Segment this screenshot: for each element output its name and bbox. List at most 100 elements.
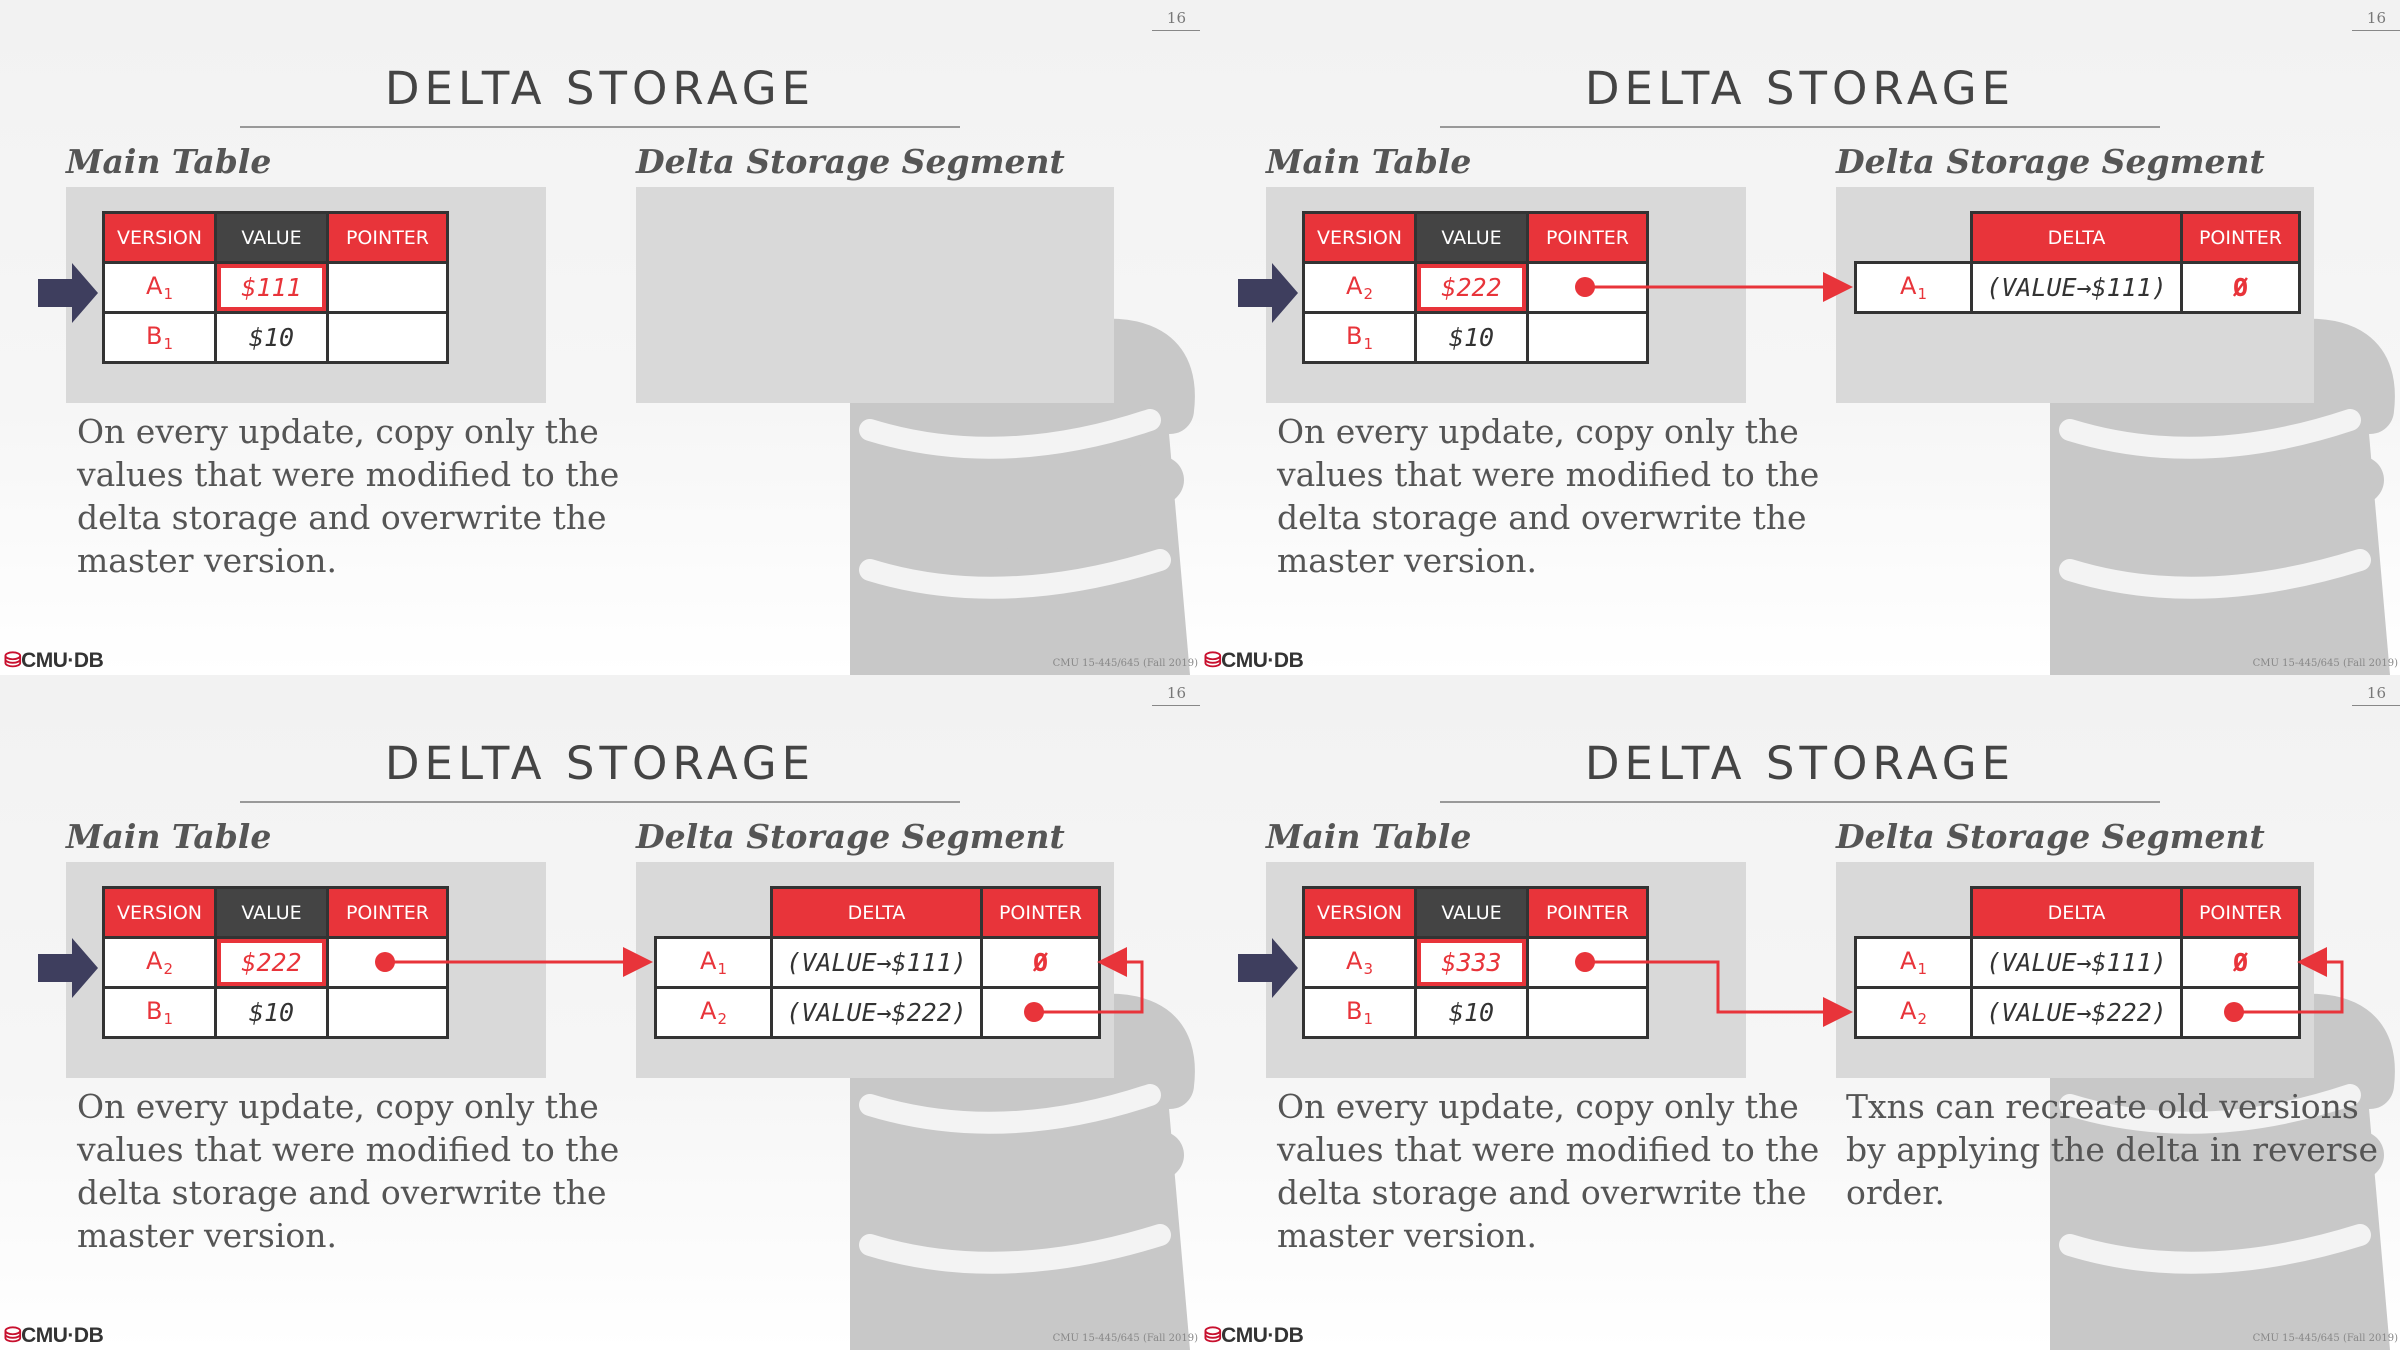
version-cell: A1 [102, 261, 217, 314]
pointer-header: POINTER [1526, 886, 1649, 939]
footer-text: CMU 15-445/645 (Fall 2019) [1052, 1333, 1198, 1344]
title-underline [240, 801, 960, 803]
version-cell: A1 [1854, 261, 1973, 314]
delta-cell: (VALUE→$111) [1970, 936, 2183, 989]
footer-text: CMU 15-445/645 (Fall 2019) [2252, 1333, 2398, 1344]
footer-text: CMU 15-445/645 (Fall 2019) [1052, 658, 1198, 669]
delta-table-header: DELTA POINTER [1856, 886, 2301, 939]
pointer-arrow [1585, 960, 1853, 1027]
right-arrow-icon [38, 263, 98, 323]
right-arrow-icon [1238, 938, 1298, 998]
version-header: VERSION [1302, 211, 1417, 264]
delta-storage-heading: Delta Storage Segment [636, 817, 1065, 856]
body-text: On every update, copy only the values th… [1277, 412, 1820, 580]
slide-1: 16 DELTA STORAGE Main Table Delta Storag… [0, 0, 1200, 675]
pointer-header: POINTER [2180, 886, 2301, 939]
table-row: A1 (VALUE→$111) Ø [1854, 936, 2301, 989]
value-cell: $222 [1414, 261, 1529, 314]
body-text: On every update, copy only the values th… [1277, 1087, 1820, 1255]
slide-3: 16 DELTA STORAGE Main Table Delta Storag… [0, 675, 1200, 1350]
pointer-cell [326, 986, 449, 1039]
version-cell: A2 [1854, 986, 1973, 1039]
title-underline [1440, 126, 2160, 128]
pointer-cell [1526, 311, 1649, 364]
version-header: VERSION [1302, 886, 1417, 939]
value-cell: $10 [1414, 986, 1529, 1039]
pointer-header: POINTER [980, 886, 1101, 939]
delta-storage-heading: Delta Storage Segment [1836, 817, 2265, 856]
cmu-db-logo: ⛁CMU·DB [1204, 649, 1304, 672]
delta-storage-panel [636, 187, 1114, 403]
body-text: On every update, copy only the values th… [77, 412, 620, 580]
delta-table: DELTA POINTER A1 (VALUE→$111) Ø [1854, 211, 2301, 314]
value-header: VALUE [214, 211, 329, 264]
null-pointer-cell: Ø [980, 936, 1101, 989]
pointer-arrows [1585, 947, 2344, 1027]
table-row: A1 (VALUE→$111) Ø [654, 936, 1101, 989]
delta-cell: (VALUE→$111) [1970, 261, 2183, 314]
version-cell: B1 [102, 311, 217, 364]
main-table-heading: Main Table [66, 142, 272, 181]
main-table-heading: Main Table [66, 817, 272, 856]
table-row: A2 $222 [1302, 261, 1649, 314]
table-row: B1 $10 [102, 311, 449, 364]
main-table-heading: Main Table [1266, 817, 1472, 856]
database-icon: ⛁ [1204, 649, 1222, 672]
delta-table-header: DELTA POINTER [656, 886, 1101, 939]
pointer-arrows [385, 947, 1144, 1014]
table-row: A2 (VALUE→$222) [654, 986, 1101, 1039]
pointer-header: POINTER [326, 886, 449, 939]
database-icon: ⛁ [1204, 1324, 1222, 1347]
pointer-header: POINTER [2180, 211, 2301, 264]
main-table-header: VERSION VALUE POINTER [1302, 211, 1649, 264]
database-stack-icon [850, 318, 1195, 675]
body-text: On every update, copy only the values th… [77, 1087, 620, 1255]
pointer-dot [1024, 1002, 1044, 1022]
pointer-cell [326, 311, 449, 364]
delta-cell: (VALUE→$111) [770, 936, 983, 989]
title-underline [1440, 801, 2160, 803]
pointer-cell [326, 261, 449, 314]
delta-cell: (VALUE→$222) [770, 986, 983, 1039]
table-row: A1 $111 [102, 261, 449, 314]
database-icon: ⛁ [4, 1324, 22, 1347]
cmu-db-logo: ⛁CMU·DB [1204, 1324, 1304, 1347]
slide-4: 16 DELTA STORAGE Main Table Delta Storag… [1200, 675, 2400, 1350]
slide-title: DELTA STORAGE [384, 62, 816, 115]
footer-text: CMU 15-445/645 (Fall 2019) [2252, 658, 2398, 669]
main-table-header: VERSION VALUE POINTER [102, 211, 449, 264]
title-underline [240, 126, 960, 128]
right-arrow-icon [1238, 263, 1298, 323]
version-cell: A3 [1302, 936, 1417, 989]
value-cell: $10 [1414, 311, 1529, 364]
main-table: VERSION VALUE POINTER A2 $222 B1 $10 [1302, 211, 1649, 364]
table-row: B1 $10 [1302, 311, 1649, 364]
delta-storage-heading: Delta Storage Segment [1836, 142, 2265, 181]
value-cell: $10 [214, 986, 329, 1039]
pointer-dot [2224, 1002, 2244, 1022]
delta-table-header: DELTA POINTER [1856, 211, 2301, 264]
version-cell: A2 [654, 986, 773, 1039]
pointer-dot [1575, 277, 1595, 297]
slide-title: DELTA STORAGE [384, 737, 816, 790]
page-number: 16 [1152, 9, 1200, 31]
version-cell: B1 [102, 986, 217, 1039]
delta-header: DELTA [1970, 886, 2183, 939]
delta-table: DELTA POINTER A1 (VALUE→$111) Ø A2 (VALU… [1854, 886, 2301, 1039]
value-header: VALUE [214, 886, 329, 939]
main-table: VERSION VALUE POINTER A1 $111 B1 $10 [102, 211, 449, 364]
page-number: 16 [1152, 684, 1200, 706]
slide-title: DELTA STORAGE [1584, 62, 2016, 115]
slide-2: 16 DELTA STORAGE Main Table Delta Storag… [1200, 0, 2400, 675]
pointer-dot [375, 952, 395, 972]
page-number: 16 [2352, 9, 2400, 31]
value-cell: $333 [1414, 936, 1529, 989]
database-stack-icon [2050, 318, 2395, 675]
database-stack-icon [2050, 993, 2395, 1350]
version-cell: A1 [654, 936, 773, 989]
value-header: VALUE [1414, 211, 1529, 264]
main-table-header: VERSION VALUE POINTER [102, 886, 449, 939]
table-row: B1 $10 [102, 986, 449, 1039]
delta-storage-heading: Delta Storage Segment [636, 142, 1065, 181]
right-arrow-icon [38, 938, 98, 998]
